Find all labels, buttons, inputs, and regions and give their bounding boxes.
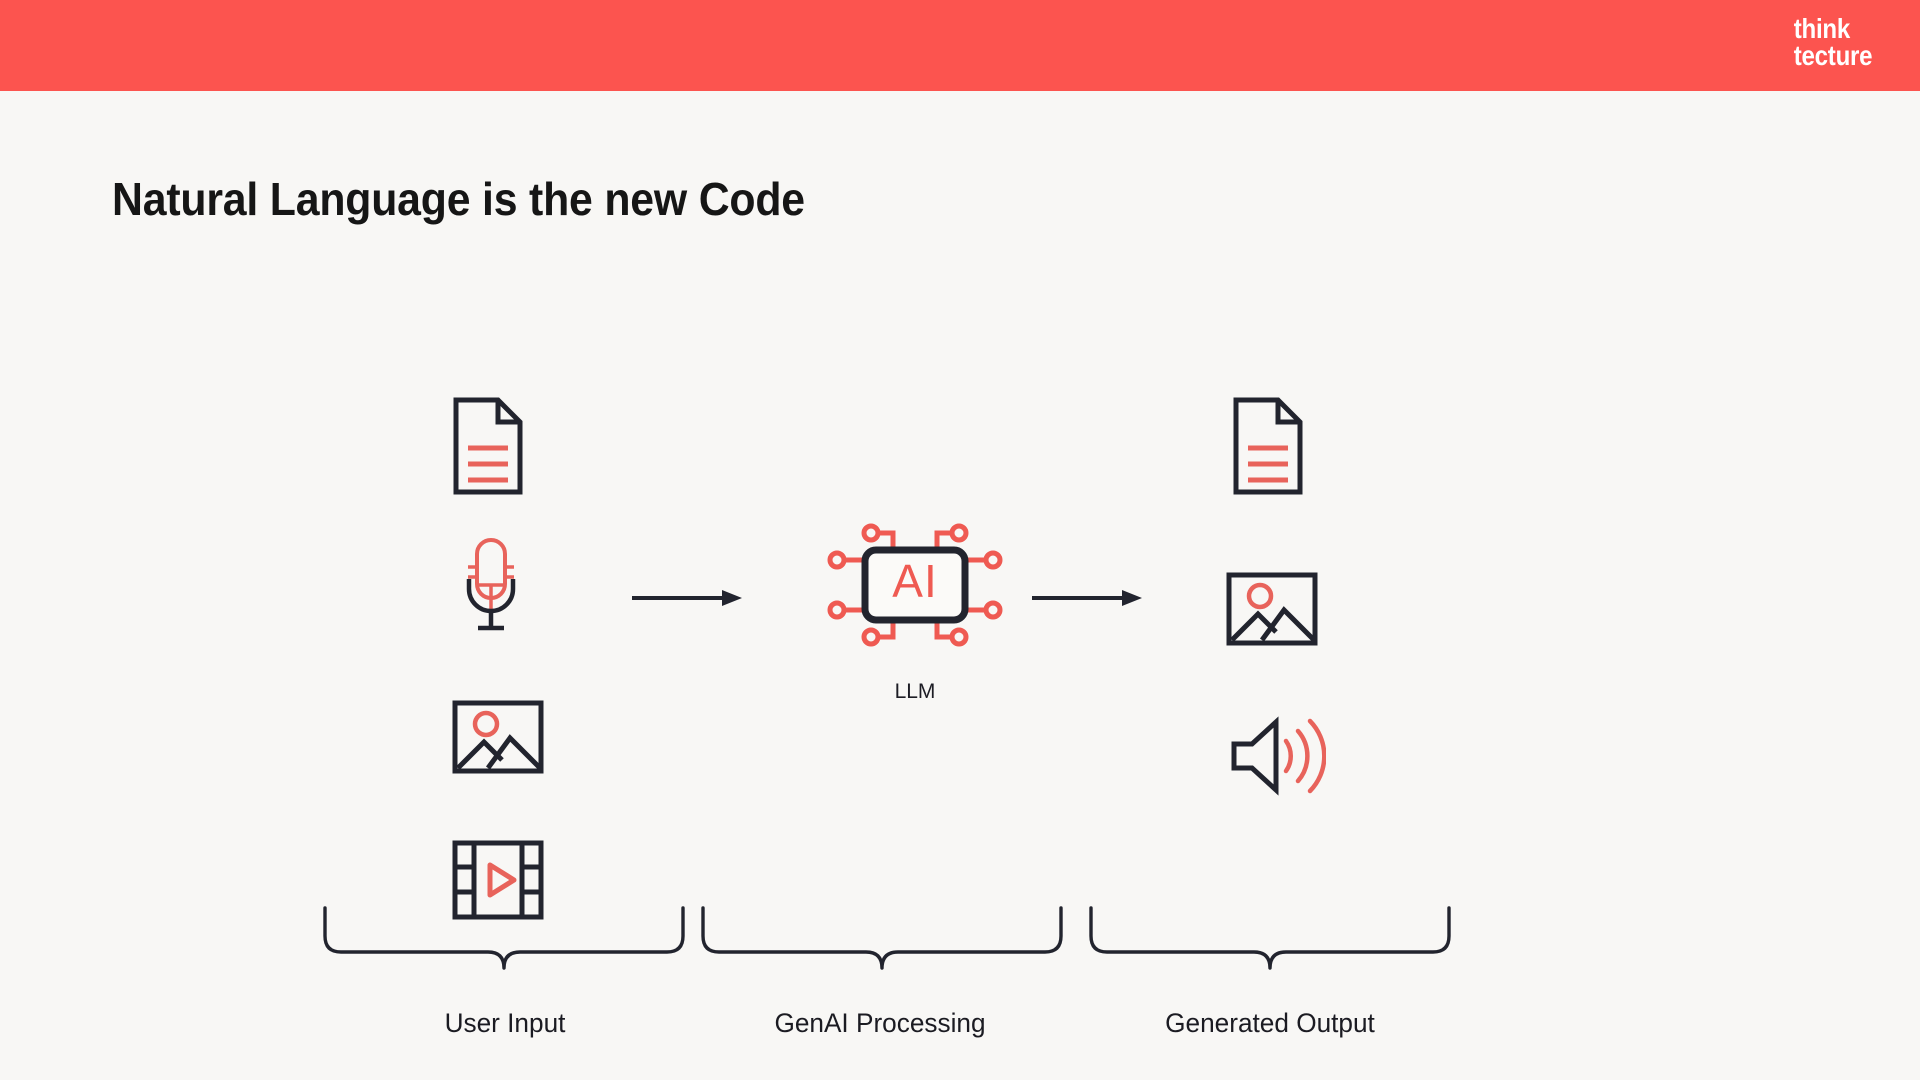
- group-label-user-input: User Input: [444, 1008, 566, 1038]
- llm-chip-icon: AI: [818, 510, 1012, 660]
- logo-line-tecture: tecture: [1793, 39, 1873, 71]
- input-microphone-icon: [463, 537, 519, 633]
- input-image-icon: [452, 700, 544, 774]
- top-banner: think tecture: [0, 0, 1920, 91]
- input-document-icon: [452, 396, 524, 496]
- svg-text:AI: AI: [892, 555, 937, 607]
- output-speaker-icon: [1228, 712, 1326, 800]
- output-image-icon: [1226, 572, 1318, 646]
- brace-genai-processing: [700, 906, 1064, 976]
- brace-generated-output: [1088, 906, 1452, 976]
- group-label-genai-processing: GenAI Processing: [774, 1008, 986, 1038]
- output-document-icon: [1232, 396, 1304, 496]
- llm-chip-label: LLM: [894, 680, 936, 703]
- page-title: Natural Language is the new Code: [112, 173, 805, 225]
- input-video-icon: [452, 840, 544, 920]
- arrow-llm-to-output-icon: [1032, 586, 1142, 610]
- group-label-generated-output: Generated Output: [1165, 1008, 1375, 1038]
- logo-line-think: think: [1793, 13, 1850, 44]
- thinktecture-logo: think tecture: [1793, 13, 1873, 71]
- arrow-input-to-llm-icon: [632, 586, 742, 610]
- brace-user-input: [322, 906, 686, 976]
